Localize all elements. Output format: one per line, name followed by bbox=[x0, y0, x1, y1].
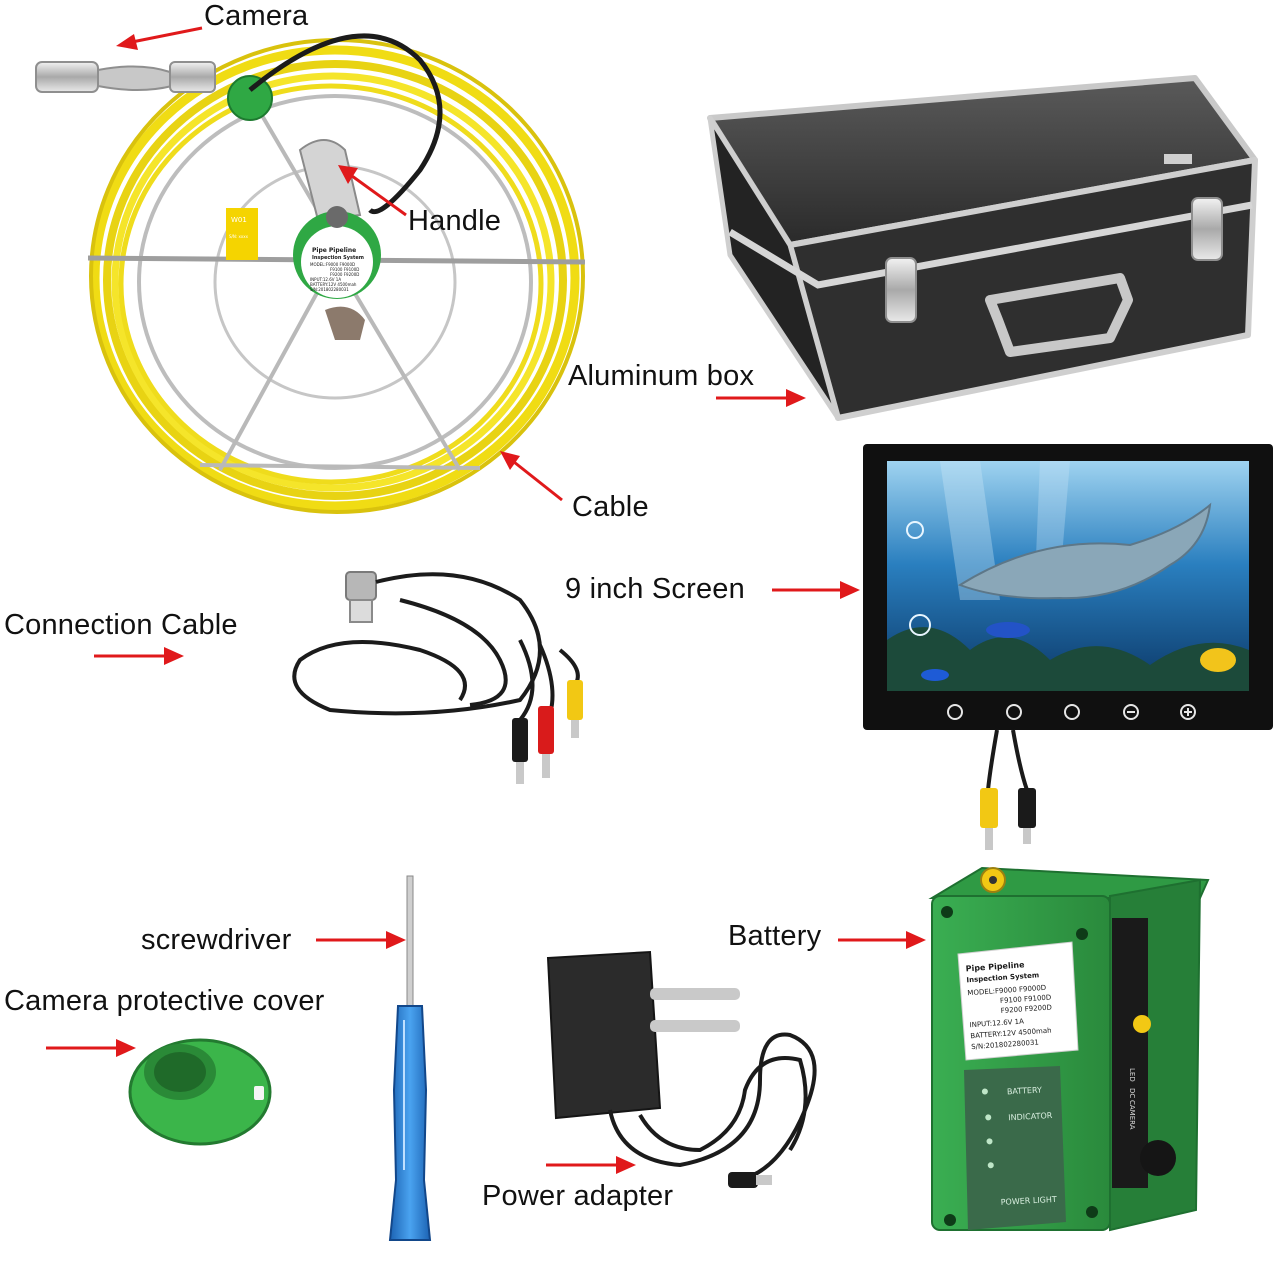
label-9-inch-screen: 9 inch Screen bbox=[565, 573, 745, 605]
arrow-battery bbox=[838, 931, 926, 949]
back-icon bbox=[947, 704, 963, 720]
label-aluminum-box: Aluminum box bbox=[568, 360, 755, 392]
minus-icon bbox=[1123, 704, 1139, 720]
reel-badge-line-5: F9200 F9200D bbox=[330, 272, 359, 277]
indicator-battery-label: BATTERY bbox=[1007, 1086, 1042, 1097]
reel-badge-line-8: S/N:201802280031 bbox=[310, 287, 349, 292]
label-camera-protective-cover: Camera protective cover bbox=[4, 985, 325, 1017]
battery-sticker-line-5: F9200 F9200D bbox=[1000, 1003, 1052, 1015]
pointer-arrows bbox=[46, 26, 926, 1174]
battery-sticker-line-1: Pipe Pipeline bbox=[965, 960, 1025, 973]
reel-tag-text: W01 S/N: xxxx bbox=[229, 216, 249, 239]
plus-icon bbox=[1180, 704, 1196, 720]
reel-badge-line-4: F9100 F9100D bbox=[330, 267, 359, 272]
cable-reel bbox=[35, 33, 586, 514]
reel-tag-line-2: S/N: xxxx bbox=[229, 234, 249, 239]
reel-tag-line-1: W01 bbox=[231, 216, 247, 224]
connection-cable-art bbox=[292, 571, 583, 784]
arrow-aluminum-box bbox=[716, 389, 806, 407]
reel-badge-line-2: Inspection System bbox=[312, 255, 364, 261]
label-screwdriver: screwdriver bbox=[141, 924, 292, 956]
menu-icon bbox=[1006, 704, 1022, 720]
indicator-power-light-label: POWER LIGHT bbox=[1000, 1195, 1057, 1207]
label-handle: Handle bbox=[408, 205, 502, 237]
label-camera: Camera bbox=[204, 0, 309, 32]
monitor bbox=[863, 444, 1273, 850]
indicator-indicator-label: INDICATOR bbox=[1008, 1111, 1053, 1122]
arrow-handle bbox=[338, 165, 407, 217]
battery-sticker-line-6: INPUT:12.6V 1A bbox=[969, 1017, 1024, 1029]
label-connection-cable: Connection Cable bbox=[4, 609, 238, 641]
reel-badge-line-1: Pipe Pipeline bbox=[312, 247, 356, 254]
power-adapter-art bbox=[546, 950, 817, 1188]
side-label-dc: DC bbox=[1128, 1088, 1136, 1098]
arrow-connection-cable bbox=[94, 647, 184, 665]
arrow-camera bbox=[116, 26, 203, 50]
power-icon bbox=[1064, 704, 1080, 720]
side-label-camera: CAMERA bbox=[1128, 1100, 1136, 1130]
arrow-screwdriver bbox=[316, 931, 406, 949]
arrow-screen bbox=[772, 581, 860, 599]
battery-box-art bbox=[928, 866, 1210, 1232]
reel-badge-line-3: MODEL:F9000 F9000D bbox=[310, 262, 355, 267]
battery-side-labels: LED DC CAMERA bbox=[1128, 1068, 1136, 1130]
camera-cover-art bbox=[128, 1038, 272, 1146]
arrow-cable bbox=[500, 451, 563, 502]
arrow-power-adapter bbox=[546, 1156, 636, 1174]
reel-badge-line-6: INPUT:12.6V 1A bbox=[310, 277, 341, 282]
battery-sticker-line-4: F9100 F9100D bbox=[1000, 993, 1052, 1005]
screwdriver-art bbox=[388, 875, 432, 1241]
reel-badge-text: Pipe Pipeline Inspection System MODEL:F9… bbox=[310, 247, 364, 292]
aluminum-case bbox=[707, 75, 1258, 421]
label-power-adapter: Power adapter bbox=[482, 1180, 674, 1212]
reel-badge-line-7: BATTERY:12V 4500mah bbox=[310, 282, 357, 287]
arrow-camera-cover bbox=[46, 1039, 136, 1057]
screen-button-row bbox=[947, 704, 1196, 720]
label-cable: Cable bbox=[572, 491, 649, 523]
label-battery: Battery bbox=[728, 920, 822, 952]
side-label-led: LED bbox=[1128, 1068, 1136, 1082]
battery-indicators: BATTERY INDICATOR POWER LIGHT bbox=[981, 1086, 1057, 1207]
